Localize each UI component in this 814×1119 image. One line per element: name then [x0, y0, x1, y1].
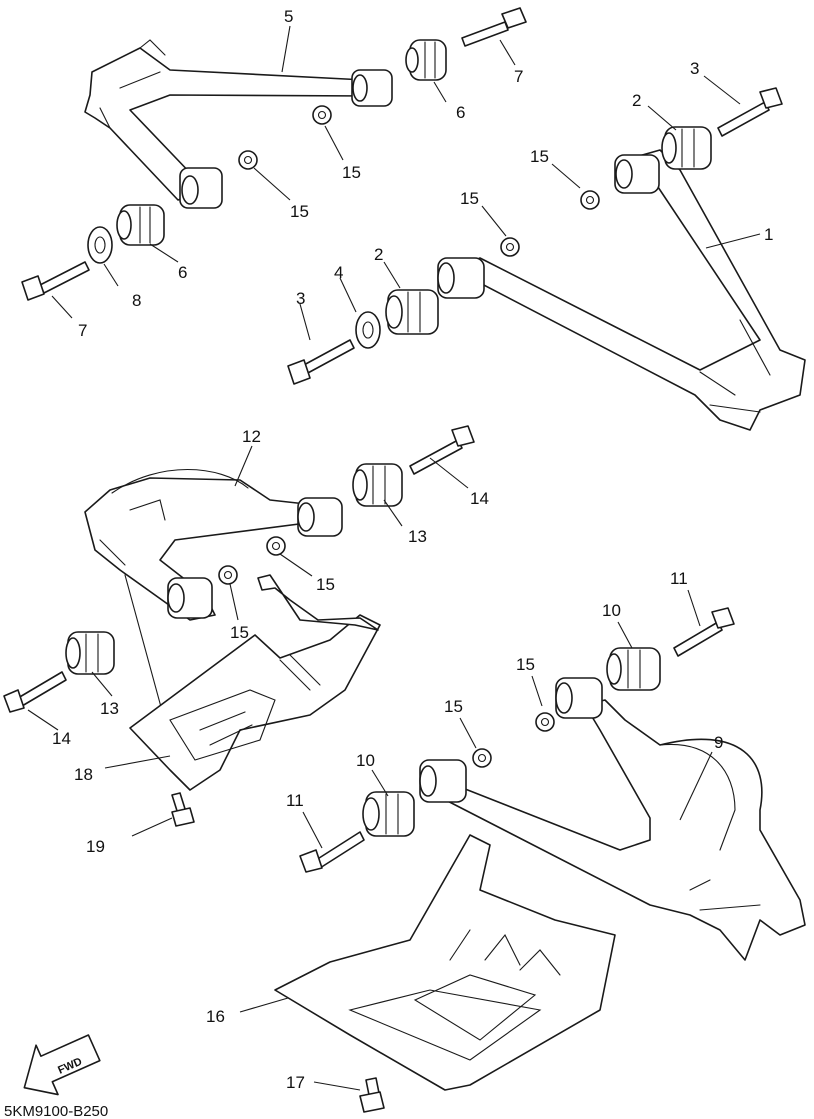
bolt-14: [409, 425, 475, 475]
callout-14: 14: [470, 489, 489, 508]
callout-17: 17: [286, 1073, 305, 1092]
arm-part-5: [84, 47, 373, 201]
lower-arm-right-assembly: [299, 607, 806, 961]
arm-part-1: [454, 149, 806, 431]
callout-14: 14: [52, 729, 71, 748]
arm-part-12: [84, 477, 331, 621]
callout-10: 10: [356, 751, 375, 770]
callout-11: 11: [286, 791, 304, 810]
callout-19: 19: [86, 837, 105, 856]
washer-4: [355, 311, 381, 349]
callout-13: 13: [100, 699, 119, 718]
leader-lines: [27, 25, 761, 1091]
callout-5: 5: [284, 7, 293, 26]
rubber-bushing-10: [362, 791, 415, 837]
callout-11: 11: [670, 569, 688, 588]
bolt-3: [287, 339, 355, 385]
callout-16: 16: [206, 1007, 225, 1026]
callout-8: 8: [132, 291, 141, 310]
callout-6: 6: [178, 263, 187, 282]
fwd-arrow-icon: FWD: [23, 1034, 101, 1096]
bolt-11: [299, 831, 365, 873]
lower-arm-left-assembly: [3, 425, 475, 741]
nut-15: [238, 150, 258, 170]
callout-2: 2: [374, 245, 383, 264]
bolt-19: [171, 792, 195, 827]
callout-15: 15: [342, 163, 361, 182]
callout-7: 7: [78, 321, 87, 340]
bolt-14: [3, 671, 67, 713]
callout-15: 15: [516, 655, 535, 674]
callout-7: 7: [514, 67, 523, 86]
callout-labels: 5 7 6 15 15 8 6 7 3 2 15 1 15 2 4 3 12 1…: [52, 7, 773, 1092]
callout-2: 2: [632, 91, 641, 110]
nut-15: [312, 105, 332, 125]
rubber-bushing-13: [65, 631, 115, 675]
callout-15: 15: [460, 189, 479, 208]
callout-4: 4: [334, 263, 343, 282]
bolt-17: [359, 1077, 385, 1113]
guard-18: [129, 574, 381, 791]
callout-18: 18: [74, 765, 93, 784]
nut-15: [580, 190, 600, 210]
diagram-code: 5KM9100-B250: [4, 1103, 108, 1119]
callout-3: 3: [690, 59, 699, 78]
rubber-bushing-13: [352, 463, 403, 507]
upper-arm-right-assembly: [287, 87, 806, 431]
rubber-bushing-6: [116, 204, 165, 246]
nut-15: [535, 712, 555, 732]
rubber-bushing-10: [606, 647, 661, 691]
callout-13: 13: [408, 527, 427, 546]
upper-arm-left-assembly: [21, 7, 527, 301]
nut-15: [472, 748, 492, 768]
washer-8: [87, 226, 113, 264]
callout-15: 15: [444, 697, 463, 716]
callout-15: 15: [230, 623, 249, 642]
callout-1: 1: [764, 225, 773, 244]
skid-plate-16: [274, 834, 616, 1091]
rubber-bushing-2: [661, 126, 712, 170]
callout-15: 15: [290, 202, 309, 221]
nut-15: [218, 565, 238, 585]
callout-15: 15: [530, 147, 549, 166]
nut-15: [266, 536, 286, 556]
callout-6: 6: [456, 103, 465, 122]
bolt-7: [461, 7, 527, 47]
callout-12: 12: [242, 427, 261, 446]
rubber-bushing-2: [385, 289, 439, 335]
callout-10: 10: [602, 601, 621, 620]
bolt-7: [21, 261, 90, 301]
bolt-3: [717, 87, 783, 137]
bolt-11: [673, 607, 735, 657]
callout-15: 15: [316, 575, 335, 594]
callout-9: 9: [714, 733, 723, 752]
rubber-bushing-6: [405, 39, 447, 81]
nut-15: [500, 237, 520, 257]
callout-3: 3: [296, 289, 305, 308]
